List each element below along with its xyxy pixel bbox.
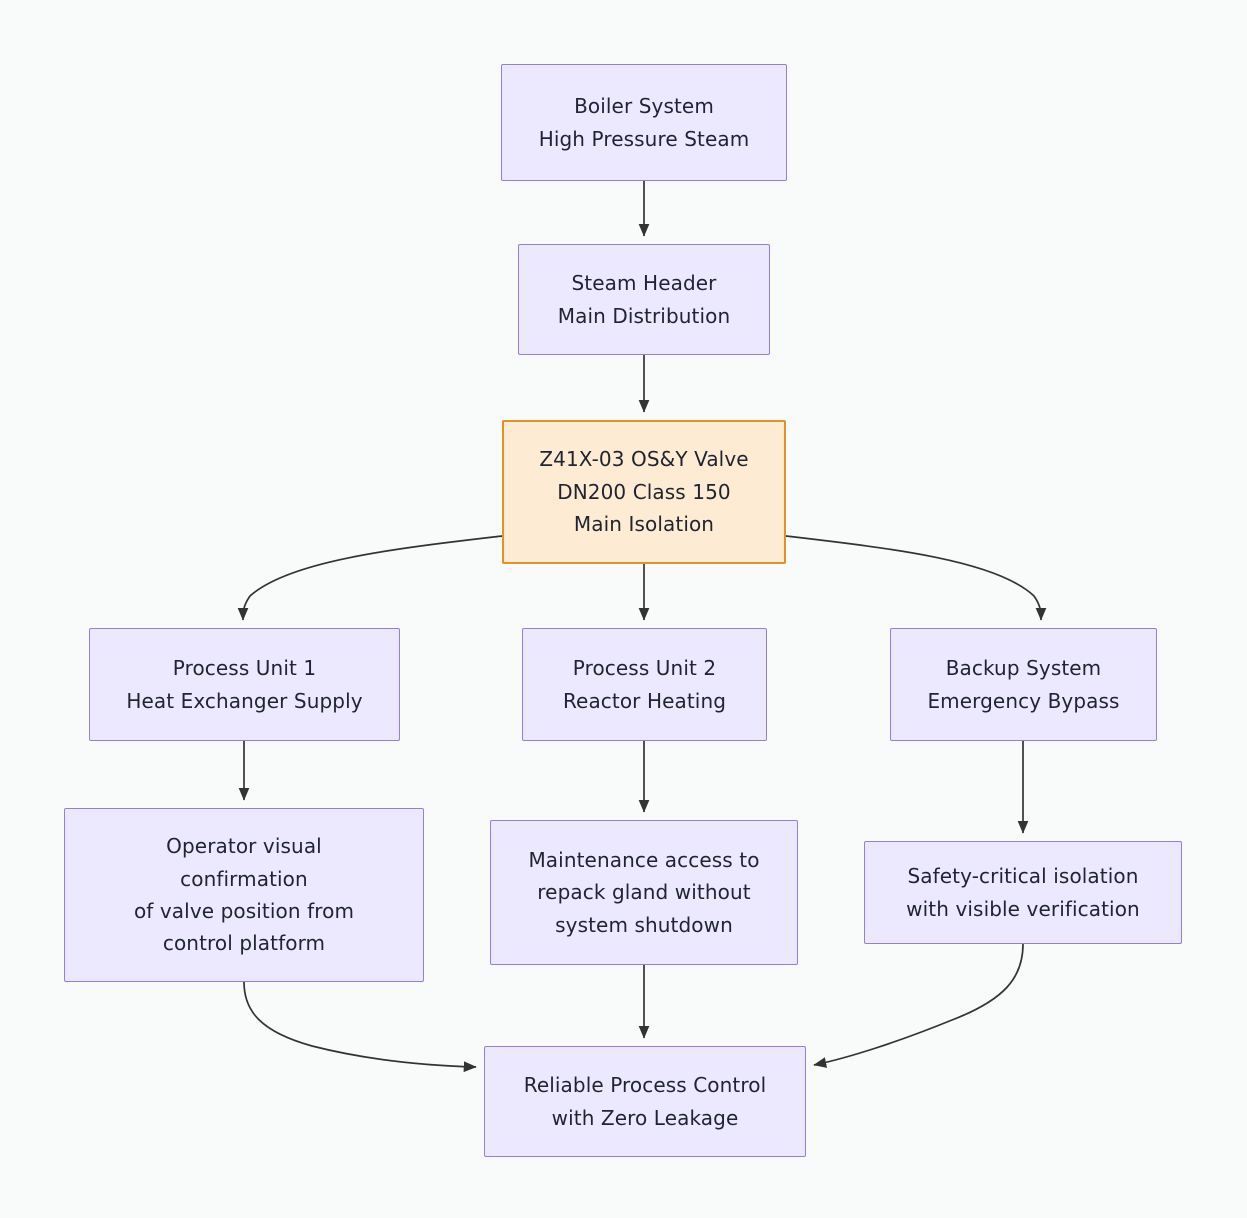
node-outcome-line-2: with Zero Leakage [551, 1105, 739, 1130]
node-safety-critical-isolation[interactable]: Safety-critical isolation with visible v… [864, 841, 1182, 944]
node-backup-system-line-1: Backup System [945, 656, 1102, 681]
node-valve-main-isolation[interactable]: Z41X-03 OS&Y Valve DN200 Class 150 Main … [502, 420, 786, 564]
node-outcome-line-1: Reliable Process Control [523, 1073, 767, 1098]
node-boiler-line-1: Boiler System [574, 94, 714, 119]
node-backup-system-line-2: Emergency Bypass [927, 688, 1120, 713]
node-boiler-line-2: High Pressure Steam [538, 126, 750, 151]
node-steam-header[interactable]: Steam Header Main Distribution [518, 244, 770, 355]
node-process-unit-2-line-2: Reactor Heating [562, 688, 727, 713]
node-operator-line-2: confirmation [180, 866, 308, 891]
node-maintenance-line-2: repack gland without [537, 880, 751, 905]
node-safety-line-1: Safety-critical isolation [907, 864, 1139, 889]
edge-operator-to-outcome [243, 981, 477, 1073]
node-maintenance-access[interactable]: Maintenance access to repack gland witho… [490, 820, 798, 965]
node-boiler-system[interactable]: Boiler System High Pressure Steam [501, 64, 787, 181]
node-steam-header-line-1: Steam Header [571, 271, 717, 296]
node-process-unit-1-line-1: Process Unit 1 [172, 656, 317, 681]
node-maintenance-line-3: system shutdown [555, 912, 733, 937]
node-process-unit-1-line-2: Heat Exchanger Supply [126, 688, 363, 713]
edge-safety-to-outcome [813, 943, 1024, 1068]
node-valve-line-2: DN200 Class 150 [557, 479, 731, 504]
node-valve-line-3: Main Isolation [573, 512, 715, 537]
node-operator-line-3: of valve position from [133, 899, 355, 923]
node-backup-system[interactable]: Backup System Emergency Bypass [890, 628, 1157, 741]
node-maintenance-line-1: Maintenance access to [528, 847, 760, 872]
edge-valve-to-backup [785, 535, 1047, 621]
node-process-unit-1[interactable]: Process Unit 1 Heat Exchanger Supply [89, 628, 400, 741]
node-operator-line-1: Operator visual [166, 834, 322, 859]
edge-valve-to-unit1 [237, 535, 503, 621]
node-process-unit-2-line-1: Process Unit 2 [572, 656, 717, 681]
node-process-unit-2[interactable]: Process Unit 2 Reactor Heating [522, 628, 767, 741]
node-steam-header-line-2: Main Distribution [557, 303, 731, 328]
node-safety-line-2: with visible verification [906, 896, 1140, 921]
node-operator-visual-confirmation[interactable]: Operator visual confirmation of valve po… [64, 808, 424, 982]
node-reliable-process-control[interactable]: Reliable Process Control with Zero Leaka… [484, 1046, 806, 1157]
node-operator-line-4: control platform [162, 931, 326, 956]
node-valve-line-1: Z41X-03 OS&Y Valve [539, 447, 749, 472]
